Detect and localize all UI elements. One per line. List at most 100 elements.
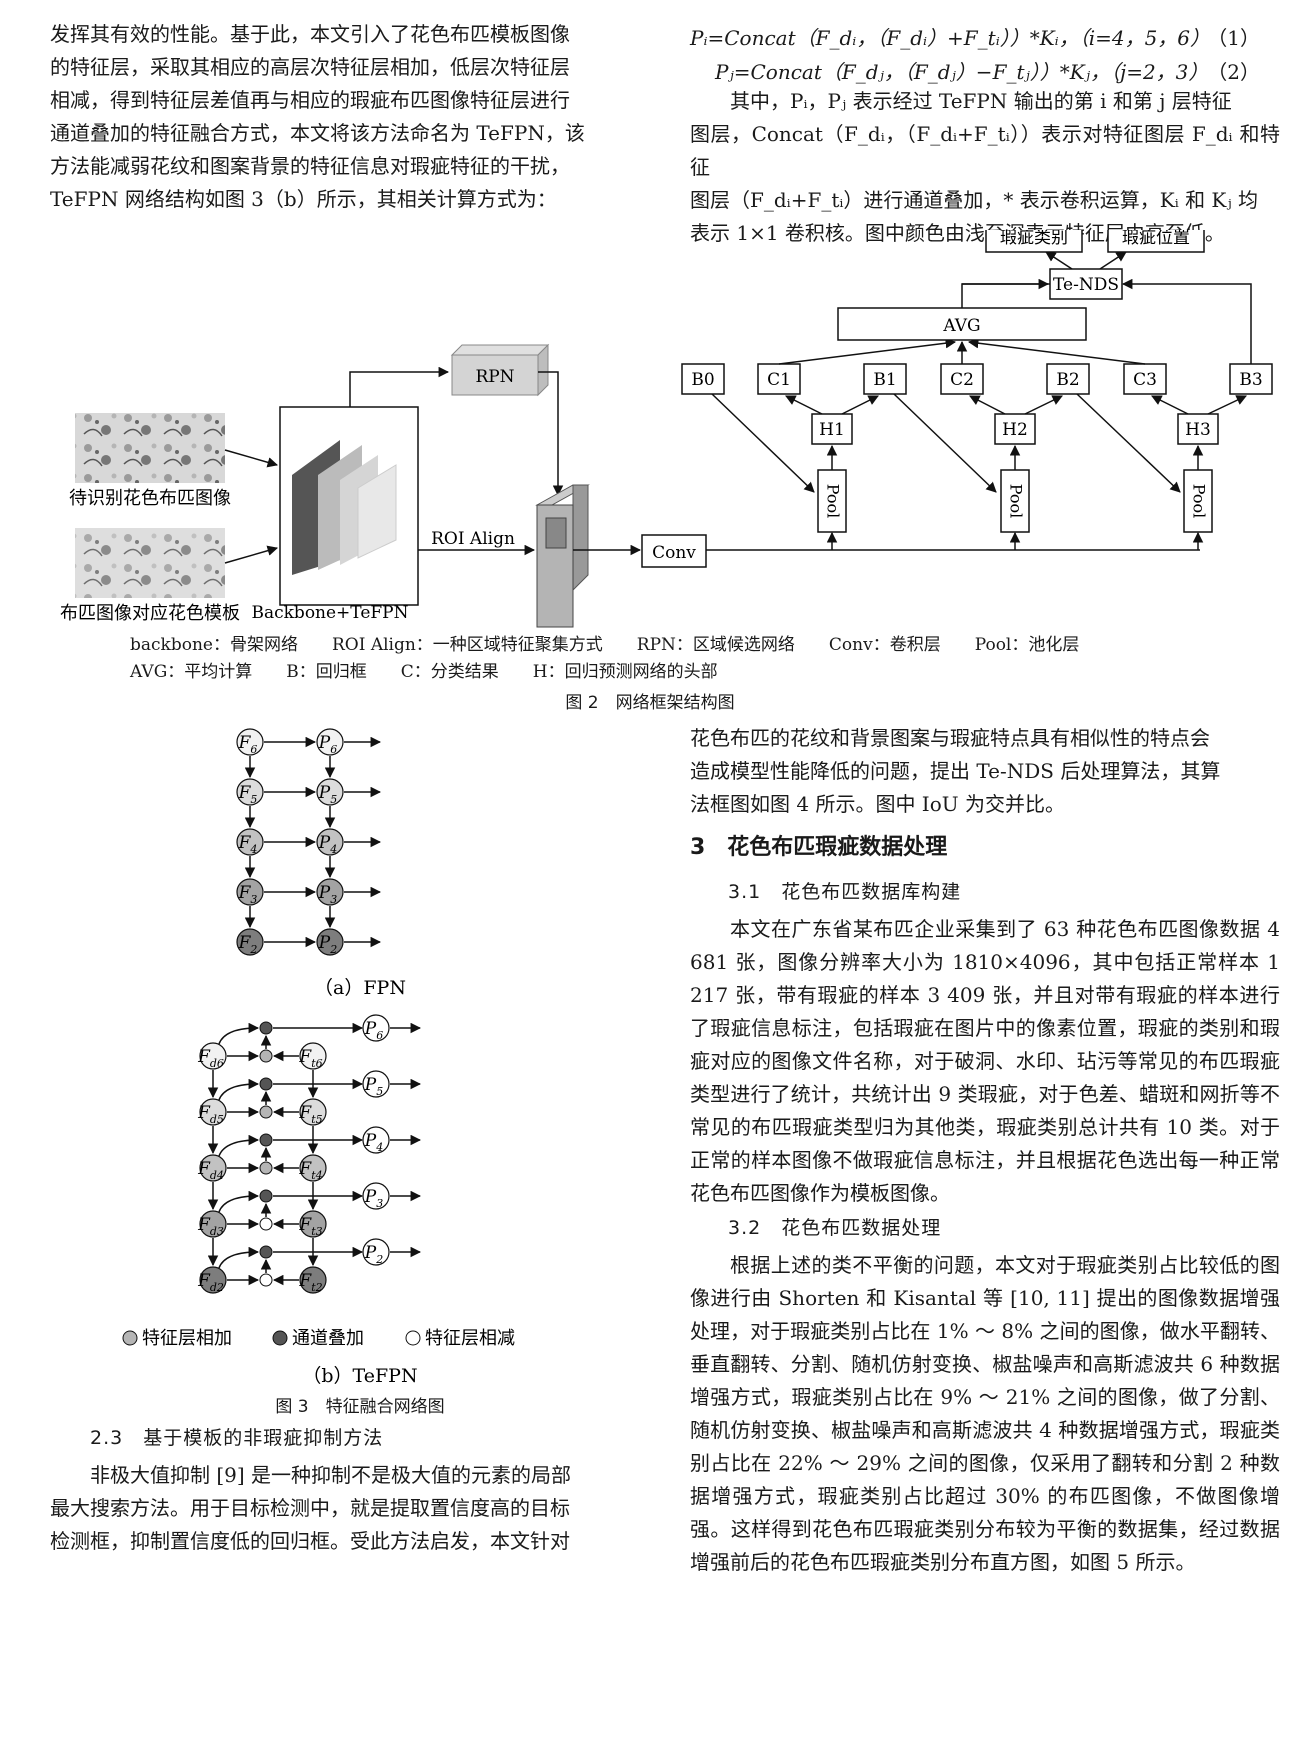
backbone-label: Backbone+TeFPN bbox=[251, 603, 408, 623]
input2-label: 布匹图像对应花色模板 bbox=[60, 603, 240, 624]
section-2-3-heading: 2.3 基于模板的非瑕疵抑制方法 bbox=[90, 1427, 384, 1449]
text-line: TeFPN 网络结构如图 3（b）所示，其相关计算方式为： bbox=[50, 187, 557, 211]
legend-concat-icon bbox=[272, 1330, 288, 1346]
equation-1-number: （1） bbox=[1207, 26, 1260, 50]
pool-box-3 bbox=[1183, 469, 1213, 533]
fpn-p-node bbox=[316, 828, 344, 856]
add-node bbox=[259, 1049, 273, 1063]
h2-box bbox=[994, 413, 1036, 445]
b2-box bbox=[1046, 363, 1090, 395]
fd-label: Fd4 bbox=[197, 1159, 224, 1182]
fd-node bbox=[199, 1266, 227, 1294]
tefpn-p-node bbox=[362, 1126, 390, 1154]
text-line: 图层，Concat（F_dᵢ，（F_dᵢ+F_tᵢ））表示对特征图层 F_dᵢ … bbox=[690, 122, 1280, 179]
text-line: 造成模型性能降低的问题，提出 Te-NDS 后处理算法，其算 bbox=[690, 759, 1221, 783]
equation-1: Pᵢ=Concat（F_dᵢ，（F_dᵢ）+F_tᵢ））*Kᵢ，（i=4，5，6… bbox=[690, 22, 1260, 51]
left-bottom-text: 2.3 基于模板的非瑕疵抑制方法 非极大值抑制 [9] 是一种抑制不是极大值的元… bbox=[50, 1420, 640, 1558]
text-line: 通道叠加的特征融合方式，本文将该方法命名为 TeFPN，该 bbox=[50, 121, 585, 145]
pool-label: Pool bbox=[1190, 484, 1209, 519]
fpn-f-node bbox=[236, 728, 264, 756]
b3-box bbox=[1229, 363, 1273, 395]
rpn-label: RPN bbox=[475, 367, 514, 387]
conv-label: Conv bbox=[652, 543, 696, 563]
pool-label: Pool bbox=[1007, 484, 1026, 519]
add-node bbox=[259, 1105, 273, 1119]
paragraph-3-2: 根据上述的类不平衡的问题，本文对于瑕疵类别占比较低的图像进行由 Shorten … bbox=[690, 1253, 1280, 1574]
text-line: 发挥其有效的性能。基于此，本文引入了花色布匹模板图像 bbox=[50, 22, 570, 46]
conv-box bbox=[641, 534, 707, 568]
fpn-p-node bbox=[316, 878, 344, 906]
h3-label: H3 bbox=[1185, 420, 1211, 440]
te-nds-label: Te-NDS bbox=[1053, 275, 1119, 295]
text-line: 非极大值抑制 [9] 是一种抑制不是极大值的元素的局部 bbox=[90, 1463, 572, 1487]
ft-node bbox=[299, 1154, 327, 1182]
concat-node bbox=[259, 1021, 273, 1035]
figure-2-legend-2: AVG：平均计算 B：回归框 C：分类结果 H：回归预测网络的头部 bbox=[130, 662, 718, 682]
figure-2-legend-1: backbone：骨架网络 ROI Align：一种区域特征聚集方式 RPN：区… bbox=[130, 635, 1080, 655]
b0-label: B0 bbox=[691, 370, 714, 390]
legend-concat-label: 通道叠加 bbox=[292, 1328, 364, 1349]
fd-node bbox=[199, 1098, 227, 1126]
paragraph-3-1: 本文在广东省某布匹企业采集到了 63 种花色布匹图像数据 4 681 张，图像分… bbox=[690, 917, 1280, 1205]
tefpn-p-node bbox=[362, 1238, 390, 1266]
ft-node bbox=[299, 1098, 327, 1126]
roi-align-label: ROI Align bbox=[431, 529, 515, 549]
fpn-f-node bbox=[236, 878, 264, 906]
text-line: 最大搜索方法。用于目标检测中，就是提取置信度高的目标 bbox=[50, 1496, 570, 1520]
pool-box-1 bbox=[817, 469, 847, 533]
legend-sub-label: 特征层相减 bbox=[425, 1328, 515, 1349]
section-3-1-heading: 3.1 花色布匹数据库构建 bbox=[728, 881, 962, 903]
left-top-text: 发挥其有效的性能。基于此，本文引入了花色布匹模板图像 的特征层，采取其相应的高层… bbox=[50, 18, 640, 216]
fpn-f-node bbox=[236, 928, 264, 956]
equation-2-number: （2） bbox=[1207, 60, 1260, 84]
fpn-p-node bbox=[316, 728, 344, 756]
text-line: 其中，Pᵢ，Pⱼ 表示经过 TeFPN 输出的第 i 和第 j 层特征 bbox=[730, 89, 1232, 113]
text-line: 的特征层，采取其相应的高层次特征层相加，低层次特征层 bbox=[50, 55, 570, 79]
text-line: 相减，得到特征层差值再与相应的瑕疵布匹图像特征层进行 bbox=[50, 88, 570, 112]
pool-label: Pool bbox=[824, 484, 843, 519]
right-bottom-text: 花色布匹的花纹和背景图案与瑕疵特点具有相似性的特点会 造成模型性能降低的问题，提… bbox=[690, 722, 1280, 1579]
te-nds-box bbox=[1049, 268, 1123, 300]
concat-node bbox=[259, 1077, 273, 1091]
input-fabric-image bbox=[75, 413, 225, 483]
fd-node bbox=[199, 1154, 227, 1182]
legend-add-label: 特征层相加 bbox=[142, 1328, 232, 1349]
avg-box bbox=[837, 307, 1087, 341]
tefpn-p-node bbox=[362, 1182, 390, 1210]
subtract-node bbox=[259, 1273, 273, 1287]
ft-node bbox=[299, 1210, 327, 1238]
concat-node bbox=[259, 1245, 273, 1259]
figure-2-network-diagram: 待识别花色布匹图像 布匹图像对应花色模板 Backbone+TeFPN RPN … bbox=[60, 230, 1273, 628]
concat-node bbox=[259, 1133, 273, 1147]
b3-label: B3 bbox=[1239, 370, 1262, 390]
fpn-p-node bbox=[316, 928, 344, 956]
legend-add-icon bbox=[122, 1330, 138, 1346]
fd-node bbox=[199, 1042, 227, 1070]
figure-2-caption: 图 2 网络框架结构图 bbox=[565, 693, 735, 713]
h3-box bbox=[1177, 413, 1219, 445]
text-line: 检测框，抑制置信度低的回归框。受此方法启发，本文针对 bbox=[50, 1529, 570, 1553]
b1-label: B1 bbox=[873, 370, 896, 390]
template-fabric-image bbox=[75, 528, 225, 598]
right-top-text: 其中，Pᵢ，Pⱼ 表示经过 TeFPN 输出的第 i 和第 j 层特征 图层，C… bbox=[690, 85, 1280, 250]
fpn-f-node bbox=[236, 828, 264, 856]
out-class-box bbox=[985, 230, 1083, 253]
tefpn-p-node bbox=[362, 1014, 390, 1042]
fpn-p-node bbox=[316, 778, 344, 806]
h2-label: H2 bbox=[1002, 420, 1028, 440]
out-pos-label: 瑕疵位置 bbox=[1122, 230, 1190, 248]
add-node bbox=[259, 1161, 273, 1175]
tefpn-p-node bbox=[362, 1070, 390, 1098]
subtract-node bbox=[259, 1217, 273, 1231]
figure-3-caption: 图 3 特征融合网络图 bbox=[275, 1397, 445, 1417]
text-line: 方法能减弱花纹和图案背景的特征信息对瑕疵特征的干扰， bbox=[50, 154, 570, 178]
c1-box bbox=[757, 363, 801, 395]
h1-label: H1 bbox=[819, 420, 845, 440]
fpn-subcaption: （a）FPN bbox=[314, 977, 406, 999]
c3-label: C3 bbox=[1133, 370, 1157, 390]
h1-box bbox=[811, 413, 853, 445]
equation-1-body: Pᵢ=Concat（F_dᵢ，（F_dᵢ）+F_tᵢ））*Kᵢ，（i=4，5，6… bbox=[690, 26, 1211, 50]
legend-sub-icon bbox=[405, 1330, 421, 1346]
